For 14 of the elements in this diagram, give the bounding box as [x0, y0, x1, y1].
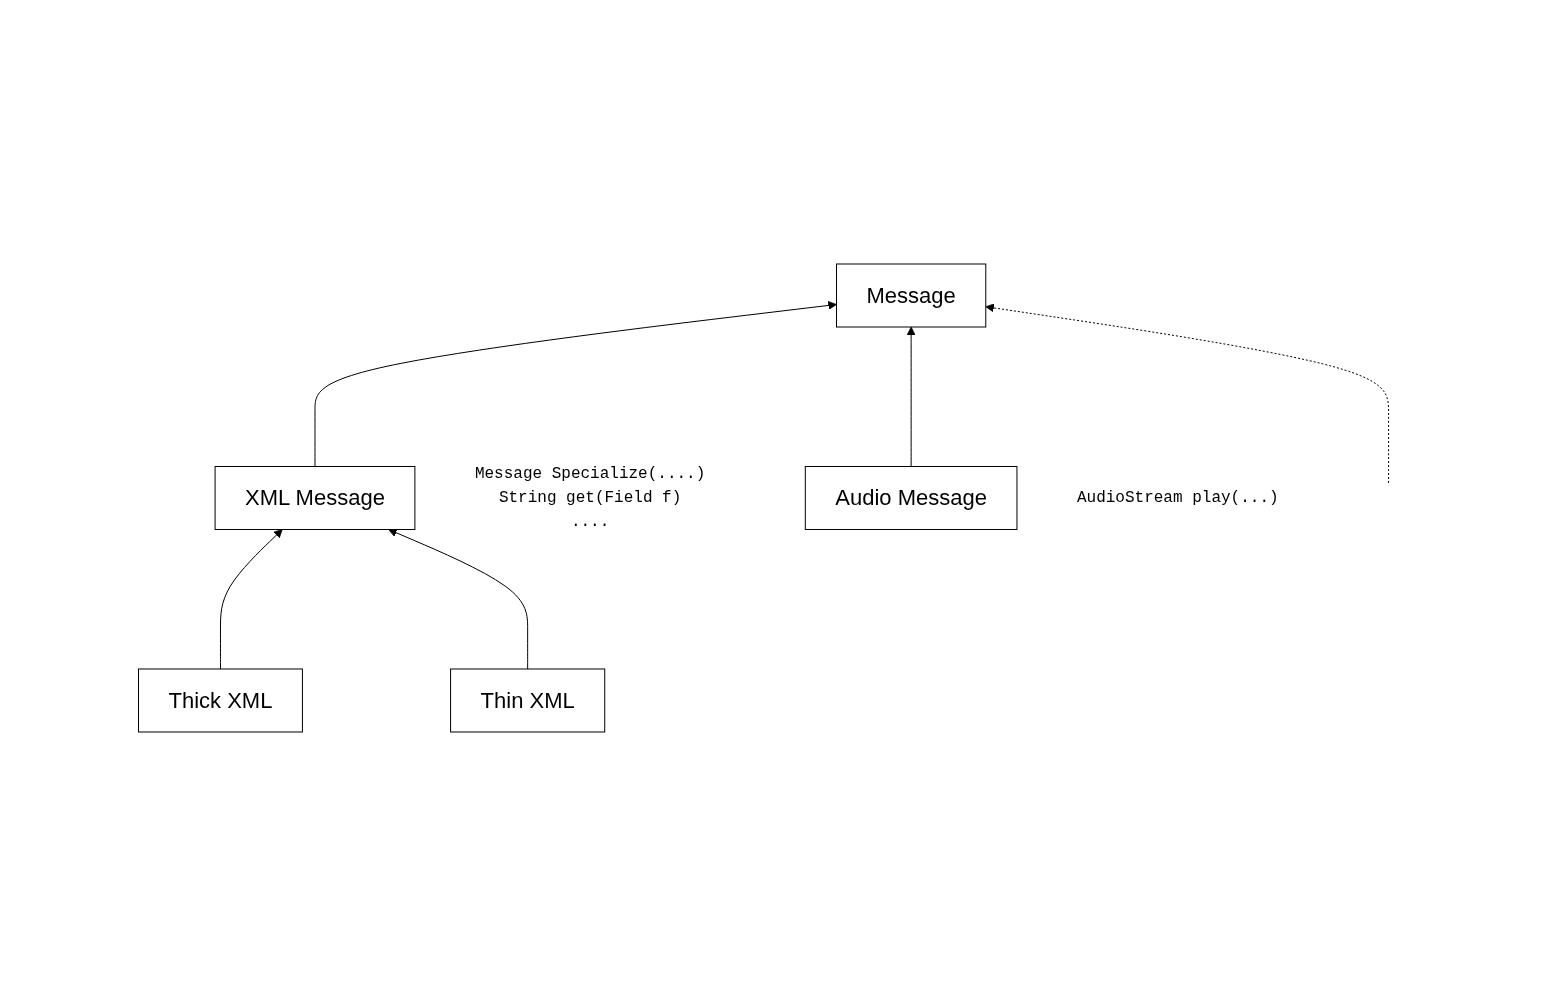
- node-label: AudioStream play(...): [1076, 488, 1279, 507]
- arrow: [314, 301, 837, 467]
- node-label: Message Specialize(....): [474, 464, 705, 483]
- node-box: Thick XML: [137, 668, 303, 733]
- node-box: Thin XML: [449, 668, 605, 733]
- node-label: String get(Field f): [498, 488, 682, 507]
- arrow: [219, 529, 283, 670]
- arrow: [906, 326, 916, 467]
- node-box: Message: [835, 263, 986, 328]
- arrow: [985, 303, 1389, 484]
- node-label: ....: [570, 512, 609, 531]
- node-box: Audio Message: [804, 466, 1018, 530]
- arrow: [387, 528, 528, 670]
- node-box: XML Message: [214, 466, 416, 530]
